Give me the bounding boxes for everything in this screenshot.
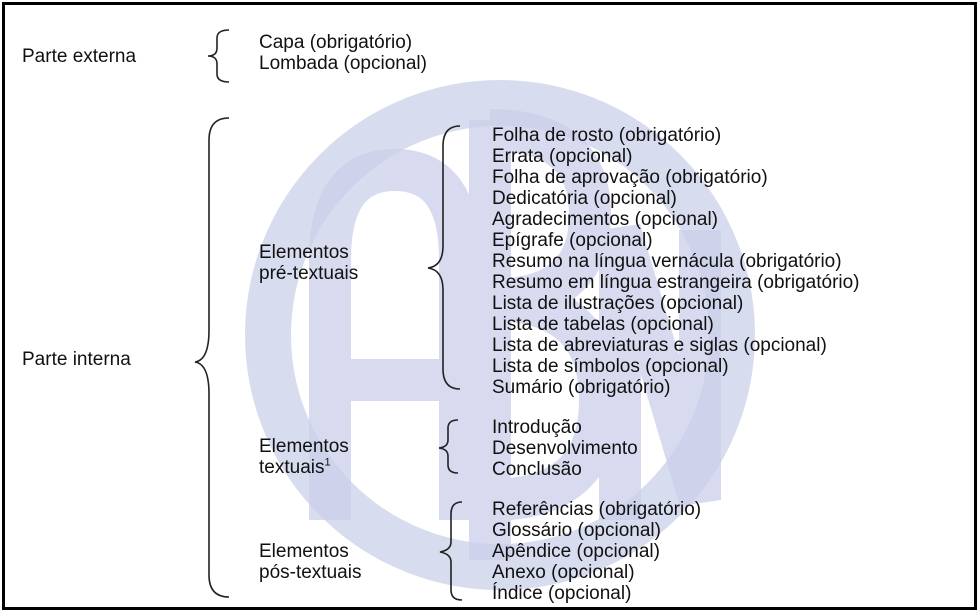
footnote-mark: 1 (324, 456, 331, 469)
list-item: Lista de tabelas (opcional) (492, 314, 714, 335)
pre-textuais-label-line2: pré-textuais (259, 263, 359, 284)
brace-pos-textuais (439, 501, 463, 601)
list-item: Folha de rosto (obrigatório) (492, 125, 722, 146)
list-item: Agradecimentos (opcional) (492, 209, 719, 230)
brace-textuais (438, 419, 459, 474)
pos-textuais-label-line1: Elementos (259, 541, 349, 562)
list-item: Introdução (492, 417, 582, 438)
list-item: Apêndice (opcional) (492, 541, 660, 562)
list-item: Conclusão (492, 459, 582, 480)
list-item: Sumário (obrigatório) (492, 377, 671, 398)
list-item: Lista de símbolos (opcional) (492, 356, 729, 377)
list-item: Dedicatória (opcional) (492, 188, 677, 209)
pos-textuais-label-line2: pós-textuais (259, 562, 362, 583)
list-item: Lombada (opcional) (259, 53, 427, 74)
list-item: Índice (opcional) (492, 583, 632, 604)
list-item: Epígrafe (opcional) (492, 230, 653, 251)
list-item: Referências (obrigatório) (492, 499, 702, 520)
brace-parte-interna (194, 117, 230, 598)
list-item: Lista de ilustrações (opcional) (492, 293, 744, 314)
textuais-label-text: textuais (259, 457, 325, 478)
list-item: Anexo (opcional) (492, 562, 635, 583)
list-item: Capa (obrigatório) (259, 32, 413, 53)
list-item: Folha de aprovação (obrigatório) (492, 167, 768, 188)
list-item: Glossário (opcional) (492, 520, 661, 541)
parte-interna-label: Parte interna (22, 349, 131, 370)
textuais-label-line2: textuais1 (259, 457, 331, 478)
list-item: Errata (opcional) (492, 146, 633, 167)
brace-pre-textuais (427, 125, 461, 390)
brace-parte-externa (207, 29, 230, 83)
list-item: Lista de abreviaturas e siglas (opcional… (492, 335, 827, 356)
textuais-label-line1: Elementos (259, 436, 349, 457)
list-item: Desenvolvimento (492, 438, 638, 459)
list-item: Resumo em língua estrangeira (obrigatóri… (492, 272, 860, 293)
list-item: Resumo na língua vernácula (obrigatório) (492, 251, 842, 272)
parte-externa-label: Parte externa (22, 46, 137, 67)
pre-textuais-label-line1: Elementos (259, 242, 349, 263)
